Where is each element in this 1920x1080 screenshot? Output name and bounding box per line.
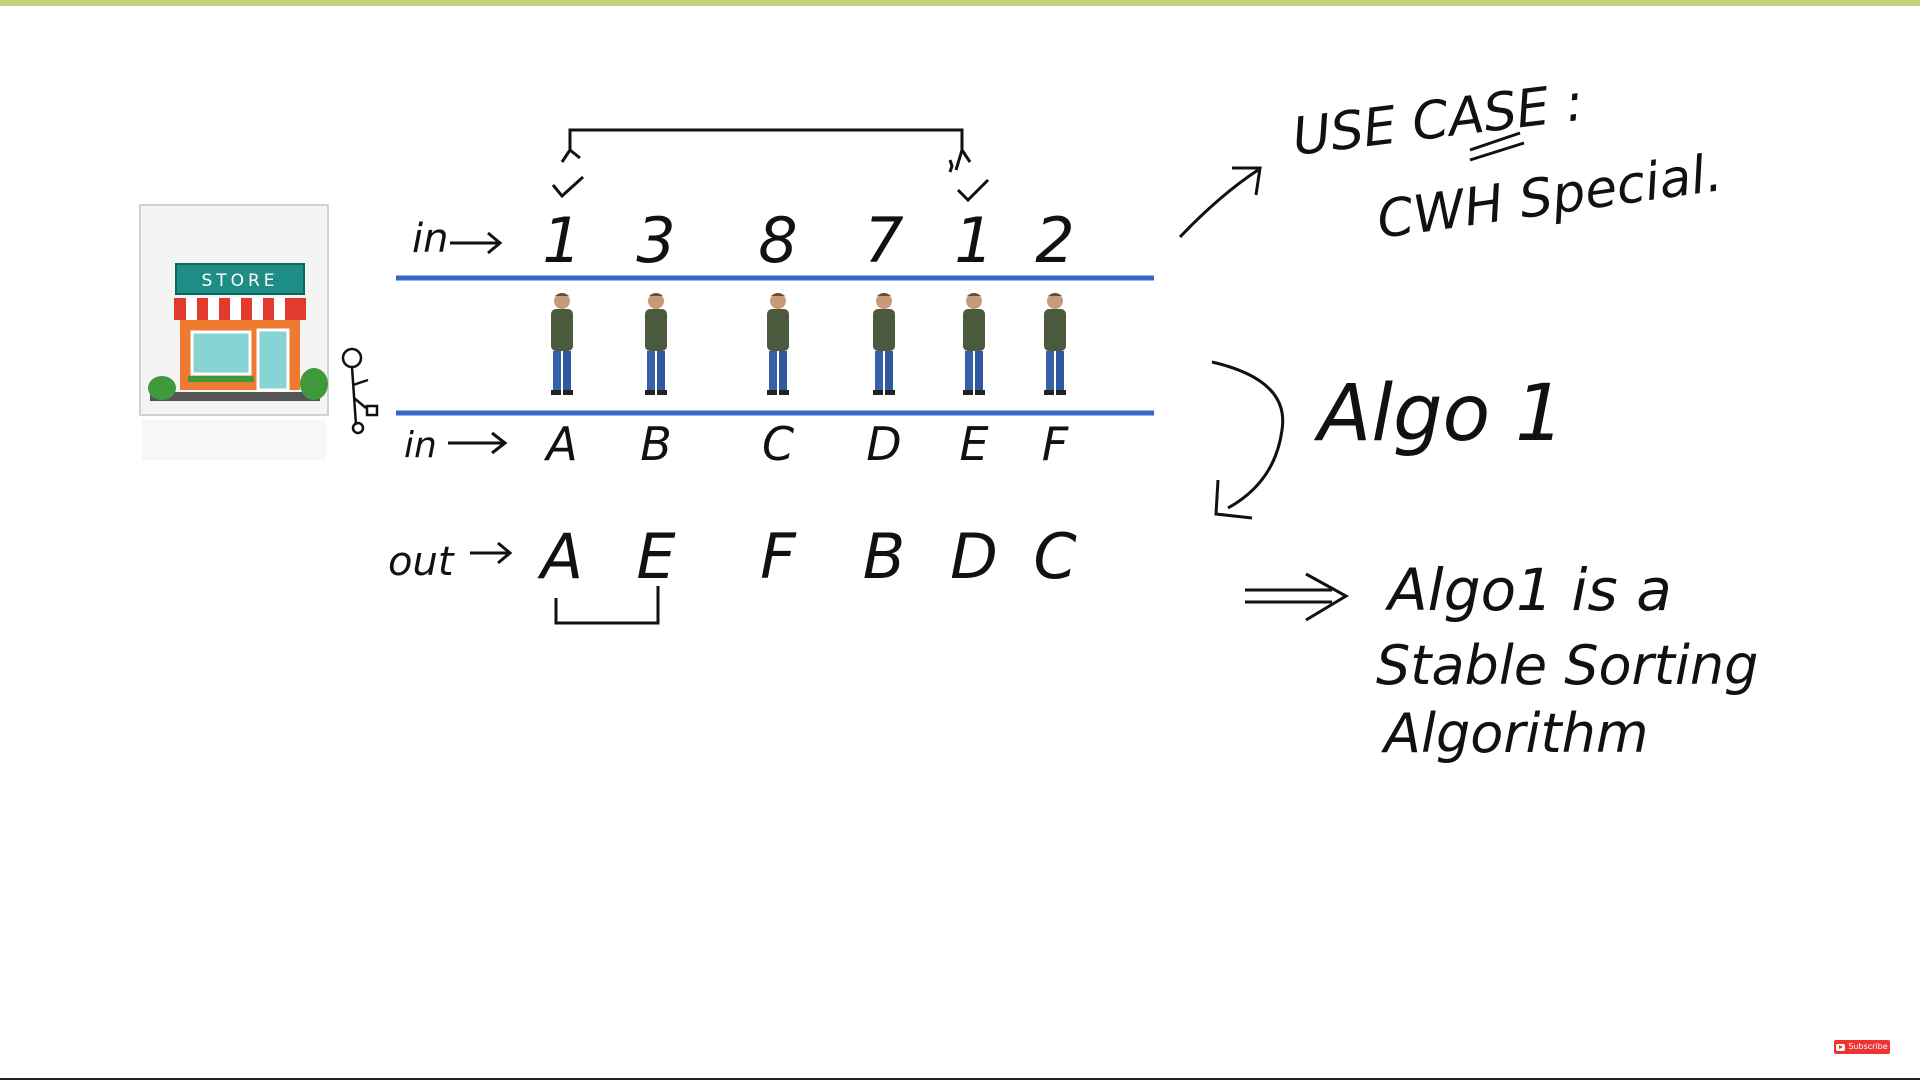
input-label-2: B — [640, 417, 672, 471]
arrow-icon — [448, 431, 508, 455]
store-sign: STORE — [201, 271, 278, 291]
input-label-4: D — [866, 417, 901, 471]
input-label-3: C — [762, 417, 794, 471]
top-bracket-arrow — [560, 128, 972, 173]
input-value-5: 1 — [954, 204, 993, 277]
conclusion-line-3: Algorithm — [1381, 702, 1648, 765]
input-label-1: A — [543, 417, 577, 471]
arrow-up-right-icon — [1178, 166, 1262, 239]
store-illustration: STORE — [139, 204, 329, 460]
output-label-4: B — [863, 520, 906, 593]
person-3 — [767, 293, 789, 395]
arrow-icon — [470, 541, 513, 565]
output-label-1: A — [537, 520, 583, 593]
output-label-3: F — [760, 520, 797, 593]
curved-arrow-icon — [1211, 360, 1285, 520]
input-value-3: 8 — [758, 204, 797, 277]
input-value-2: 3 — [636, 204, 675, 277]
input-label-5: E — [959, 417, 988, 471]
row-prefix-out: out — [388, 539, 455, 585]
underline-marks — [1469, 131, 1525, 162]
stick-figure-icon — [341, 347, 379, 435]
input-value-6: 2 — [1035, 204, 1074, 277]
checkmark-icon — [551, 175, 990, 203]
output-label-2: E — [636, 520, 676, 593]
person-4 — [873, 293, 895, 395]
conclusion-text: Algo1 is a Stable Sorting Algorithm — [1376, 556, 1758, 765]
row-prefix-in-2: in — [404, 425, 437, 466]
subscribe-label: Subscribe — [1848, 1042, 1888, 1051]
top-accent-bar — [0, 0, 1920, 6]
person-2 — [645, 293, 667, 395]
bottom-bar — [0, 1078, 1920, 1080]
implies-arrow-icon — [1245, 572, 1350, 622]
input-label-6: F — [1042, 417, 1069, 471]
arrow-icon — [450, 231, 503, 255]
subscribe-button[interactable]: Subscribe — [1834, 1040, 1890, 1054]
youtube-icon — [1836, 1043, 1846, 1051]
conclusion-line-2: Stable Sorting — [1376, 634, 1758, 697]
output-label-6: C — [1033, 520, 1077, 593]
input-value-1: 1 — [542, 204, 581, 277]
conclusion-line-1: Algo1 is a — [1384, 556, 1672, 624]
algo-label: Algo 1 — [1313, 369, 1565, 459]
use-case-subtitle: CWH Special. — [1373, 143, 1725, 251]
person-5 — [963, 293, 985, 395]
row-prefix-in: in — [412, 216, 448, 262]
use-case-title: USE CASE : — [1289, 73, 1586, 168]
bottom-bracket — [554, 586, 660, 625]
input-value-4: 7 — [864, 204, 903, 277]
queue-people — [551, 293, 1066, 395]
person-1 — [551, 293, 573, 395]
person-6 — [1044, 293, 1066, 395]
output-label-5: D — [950, 520, 998, 593]
